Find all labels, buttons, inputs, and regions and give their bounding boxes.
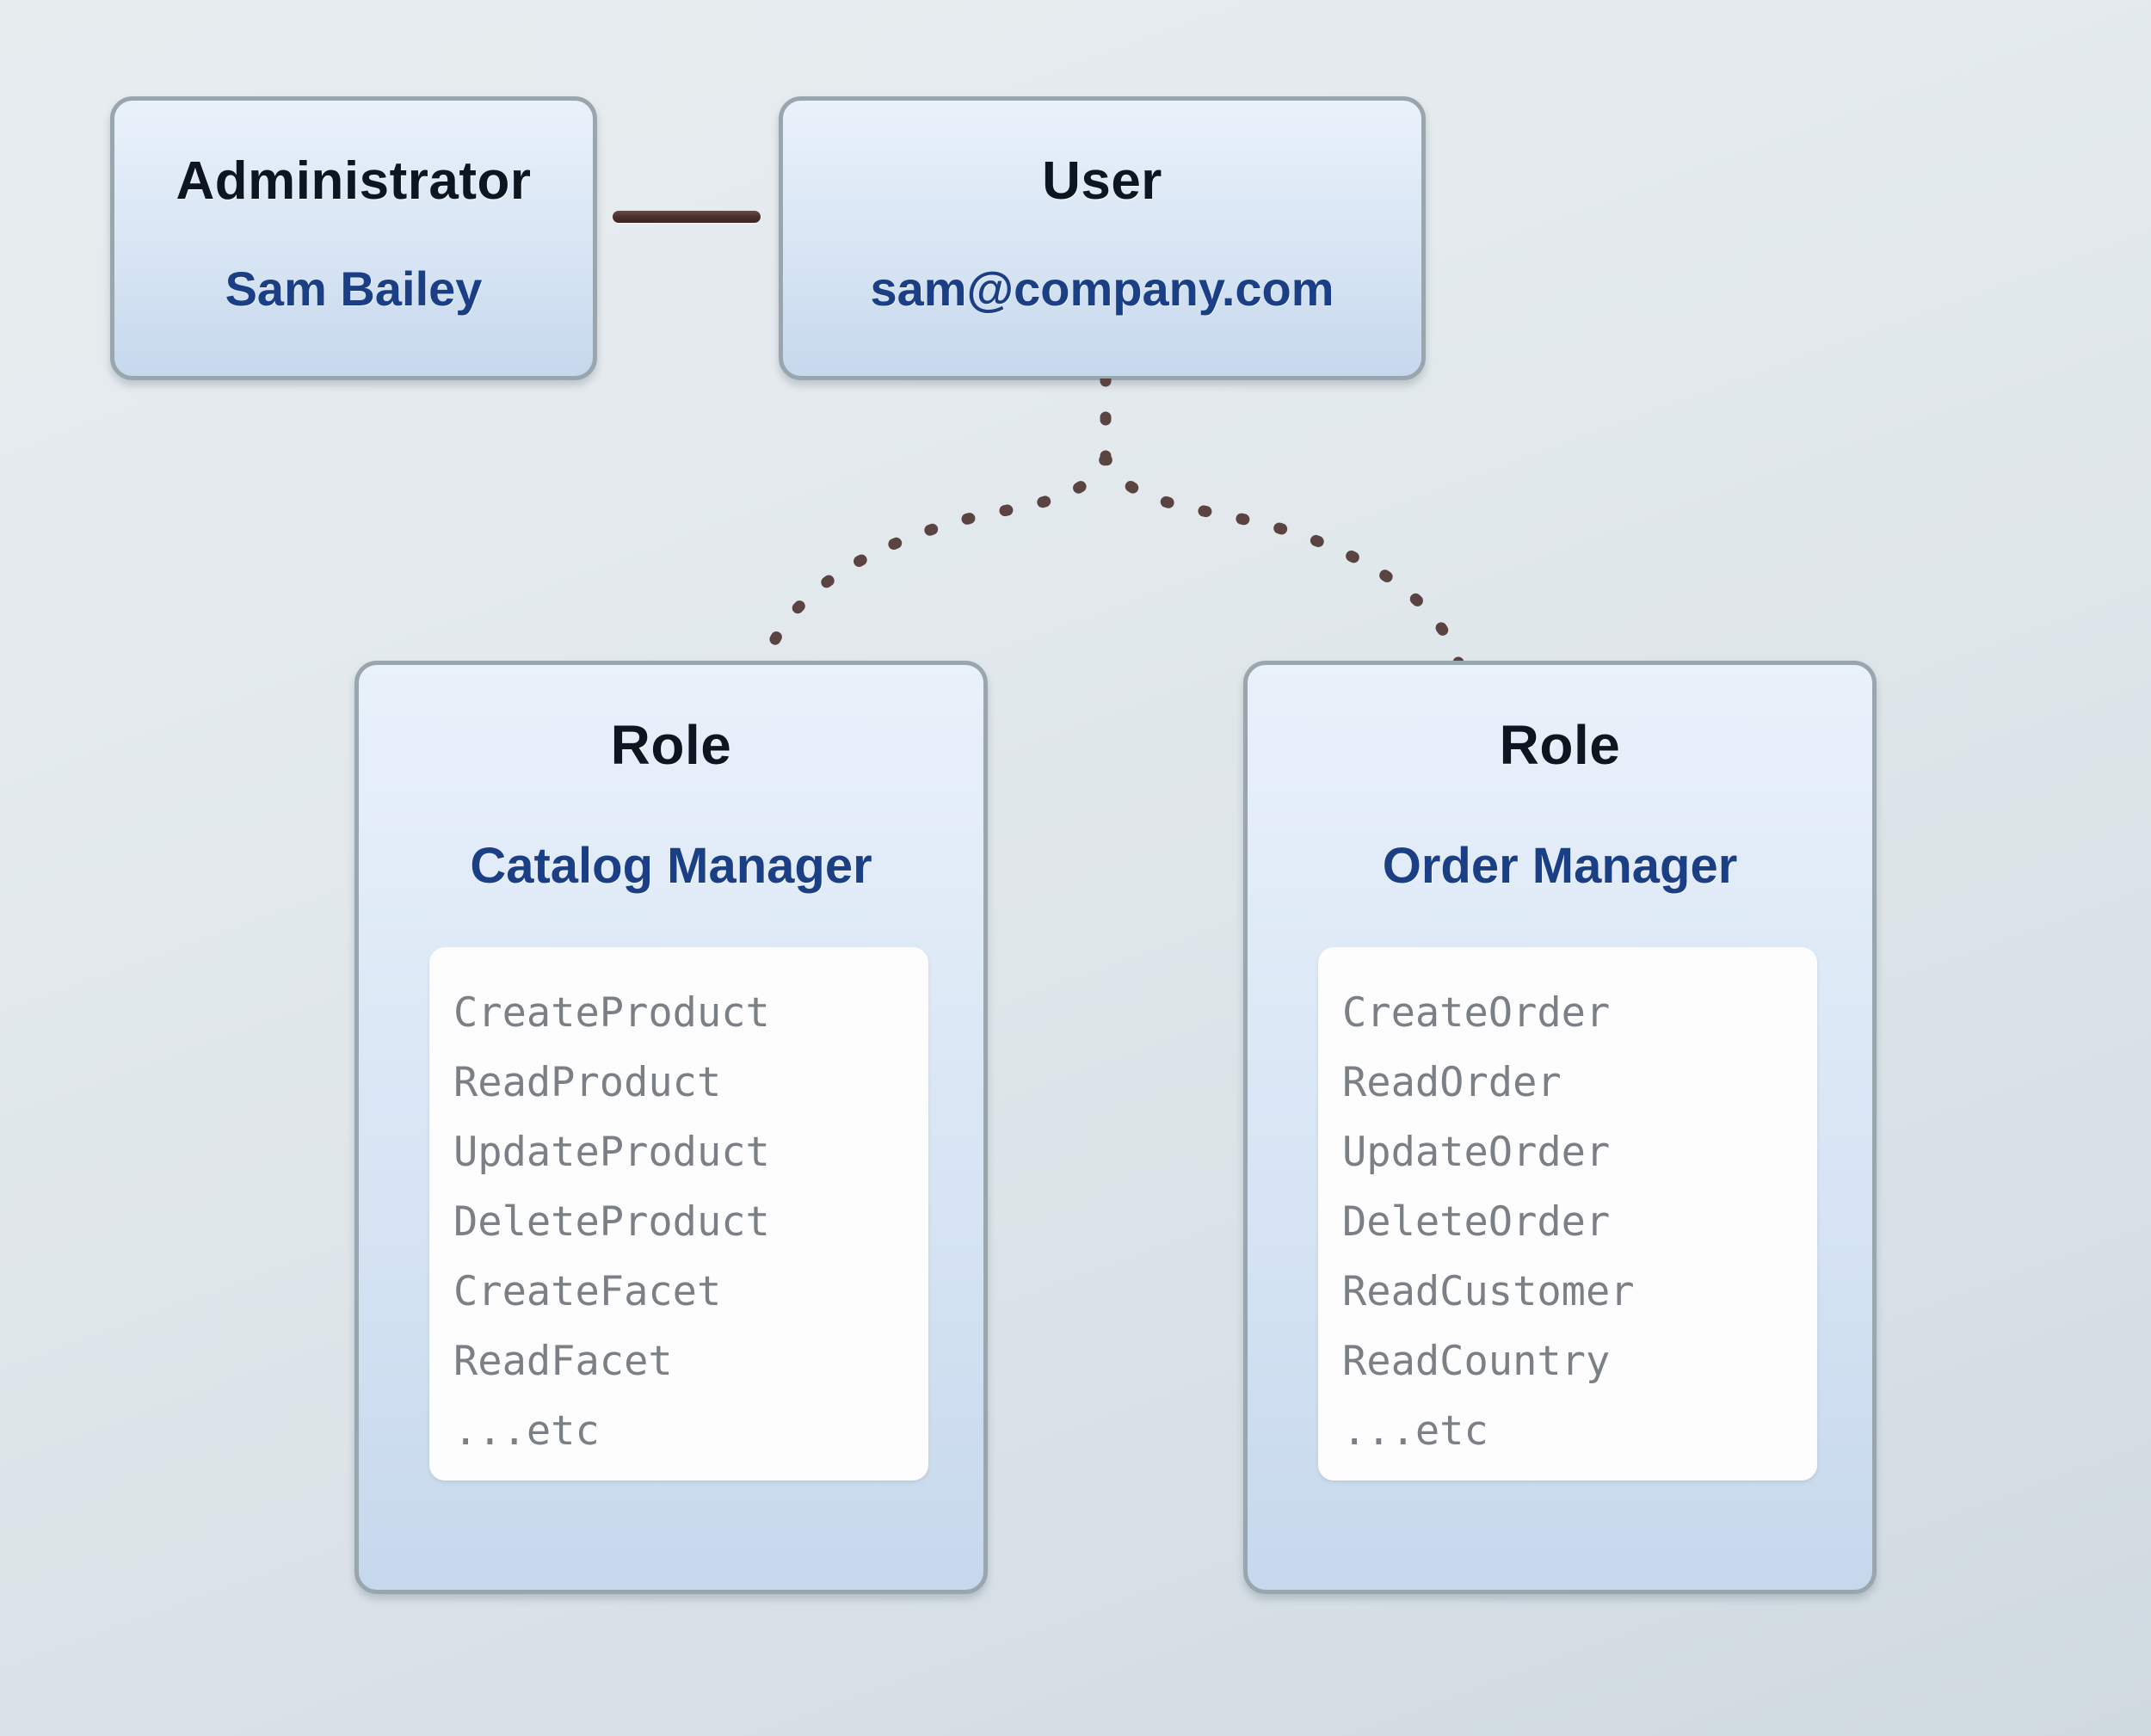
order-permission-item: ...etc xyxy=(1342,1407,1488,1455)
catalog-permission-item: UpdateProduct xyxy=(453,1129,770,1176)
user-roles-dotted-connector xyxy=(760,379,1464,668)
catalog-permission-item: ReadProduct xyxy=(453,1059,722,1106)
node-user[interactable]: User sam@company.com xyxy=(779,96,1426,380)
order-permission-item: UpdateOrder xyxy=(1342,1129,1611,1176)
catalog-role-name-value: Catalog Manager xyxy=(470,838,872,894)
order-permission-item: ReadCustomer xyxy=(1342,1268,1635,1315)
administrator-name-value: Sam Bailey xyxy=(225,262,483,316)
order-permission-item: CreateOrder xyxy=(1342,989,1611,1037)
node-administrator[interactable]: Administrator Sam Bailey xyxy=(110,96,597,380)
user-type-label: User xyxy=(1042,151,1162,211)
catalog-permission-item: DeleteProduct xyxy=(453,1198,770,1246)
administrator-user-link xyxy=(613,211,761,223)
connector-branch-right xyxy=(1100,452,1464,668)
catalog-permission-item: ...etc xyxy=(453,1407,600,1455)
user-email-value: sam@company.com xyxy=(870,262,1334,316)
order-permission-item: ReadCountry xyxy=(1342,1338,1611,1385)
catalog-permission-item: CreateProduct xyxy=(453,989,770,1037)
catalog-permission-item: ReadFacet xyxy=(453,1338,673,1385)
administrator-type-label: Administrator xyxy=(176,151,532,211)
connector-branch-left xyxy=(760,452,1112,668)
catalog-permission-item: CreateFacet xyxy=(453,1268,722,1315)
order-permission-item: ReadOrder xyxy=(1342,1059,1562,1106)
catalog-role-type-label: Role xyxy=(610,714,732,776)
order-role-name-value: Order Manager xyxy=(1382,838,1738,894)
order-role-type-label: Role xyxy=(1499,714,1621,776)
order-permission-item: DeleteOrder xyxy=(1342,1198,1611,1246)
